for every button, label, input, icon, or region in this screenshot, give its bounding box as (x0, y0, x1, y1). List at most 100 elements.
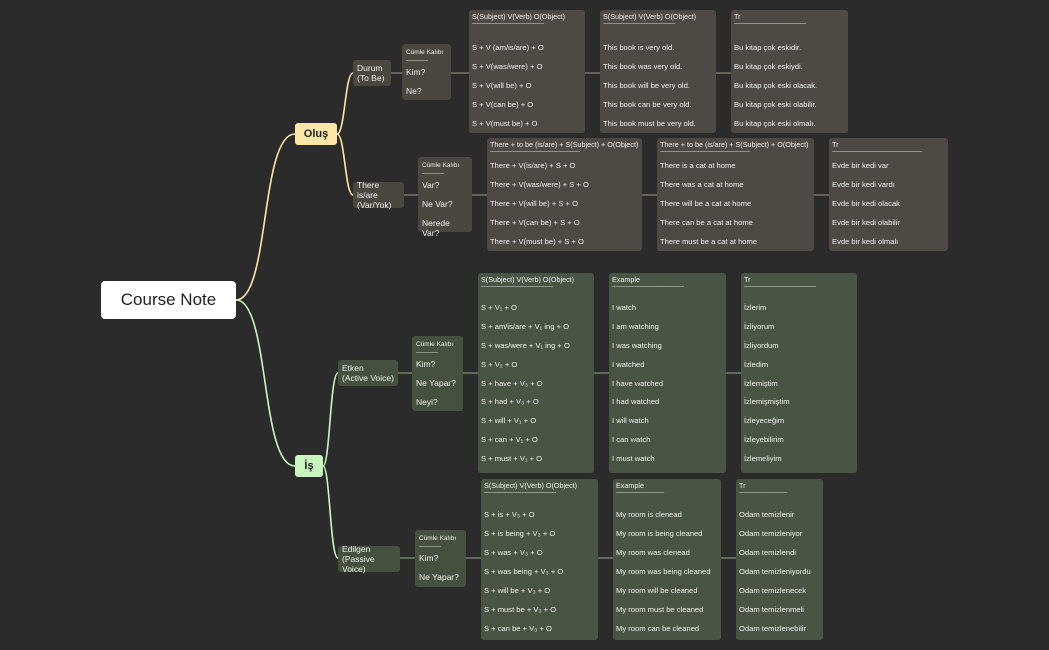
separator: ----------- (406, 58, 428, 64)
list-item: I am watching (612, 321, 659, 331)
list-item: There + V(is/are) + S + O (490, 161, 576, 170)
list-item: S + can + V₁ + O (481, 435, 538, 445)
list-item: My room was being cleaned (616, 567, 711, 576)
list-item: Odam temizlenecek (739, 586, 807, 595)
separator: ----------------------------------------… (832, 149, 922, 155)
box-header: Tr (744, 275, 751, 284)
box-header: Example (612, 275, 640, 284)
list-item: My room will be cleaned (616, 586, 698, 595)
box-header: Tr (739, 481, 746, 490)
list-item: S + is + V₃ + O (484, 510, 535, 519)
list-item: This book will be very old. (603, 81, 690, 90)
example-box-there[interactable]: There + to be (is/are) + S(Subject) + O(… (657, 138, 814, 251)
pattern-box-etken[interactable]: S(Subject) V(Verb) O(Object) -----------… (478, 273, 594, 473)
list-item: Odam temizlendi (739, 548, 796, 557)
list-item: İzliyorum (744, 321, 775, 331)
list-item: İzlemiştim (744, 378, 778, 388)
list-item: There is a cat at home (660, 161, 736, 170)
box-header: S(Subject) V(Verb) O(Object) (484, 481, 578, 490)
question-item: Kim? (416, 359, 436, 369)
pattern-box-edilgen[interactable]: S(Subject) V(Verb) O(Object) -----------… (481, 479, 598, 640)
separator: ----------- (422, 171, 444, 177)
list-item: There + V(will be) + S + O (490, 199, 578, 208)
example-box-edilgen[interactable]: Example --------------------------------… (613, 479, 721, 640)
pattern-box-there[interactable]: There + to be (is/are) + S(Subject) + O(… (487, 138, 642, 251)
question-item: Ne Yapar? (416, 378, 456, 388)
list-item: S + was being + V₃ + O (484, 567, 564, 576)
list-item: There will be a cat at home (660, 199, 752, 208)
list-item: İzleyebilirim (744, 435, 784, 445)
box-header: S(Subject) V(Verb) O(Object) (481, 275, 575, 284)
topic-etken[interactable]: Etken (Active Voice) (338, 360, 398, 386)
list-item: S + V₁ + O (481, 303, 517, 312)
list-item: This book can be very old. (603, 100, 692, 109)
list-item: S + V₂ + O (481, 359, 518, 369)
translation-box-durum[interactable]: Tr -------------------------------------… (731, 10, 848, 133)
list-item: There + V(can be) + S + O (490, 218, 580, 227)
list-item: I had watched (612, 397, 660, 407)
list-item: S + had + V₃ + O (481, 397, 539, 407)
list-item: I can watch (612, 435, 651, 445)
list-item: İzlerim (744, 303, 767, 312)
list-item: I must watch (612, 454, 655, 464)
list-item: Odam temizleniyor (739, 529, 803, 538)
list-item: S + was/were + V₁ ing + O (481, 340, 570, 350)
list-item: S + must be + V₃ + O (484, 605, 557, 614)
box-header: S(Subject) V(Verb) O(Object) (472, 12, 566, 21)
list-item: There can be a cat at home (660, 218, 753, 227)
question-title: Cümle Kalıbı (419, 535, 457, 542)
list-item: This book must be very old. (603, 119, 696, 128)
separator: ----------------------------------------… (484, 490, 556, 496)
question-box-there[interactable]: Cümle Kalıbı ----------- Var? Ne Var? Ne… (418, 157, 472, 238)
list-item: S + V(can be) + O (472, 100, 534, 109)
list-item: My room is clenead (616, 510, 682, 519)
separator: ----------------------------------------… (612, 284, 684, 290)
topic-edilgen[interactable]: Edilgen (Passive Voice) (338, 544, 400, 574)
list-item: There + V(was/were) + S + O (490, 180, 589, 189)
list-item: There + V(must be) + S + O (490, 237, 584, 246)
example-box-etken[interactable]: Example --------------------------------… (609, 273, 726, 473)
list-item: Odam temizlenir (739, 510, 795, 519)
box-header: There + to be (is/are) + S(Subject) + O(… (660, 140, 809, 149)
list-item: S + V (am/is/are) + O (472, 43, 544, 52)
list-item: My room must be cleaned (616, 605, 704, 614)
question-box-durum[interactable]: Cümle Kalıbı ----------- Kim? Ne? (402, 44, 451, 100)
list-item: My room can be cleaned (616, 624, 700, 633)
list-item: Odam temizleniyordu (739, 567, 811, 576)
list-item: İzledim (744, 359, 769, 369)
list-item: S + V(was/were) + O (472, 62, 543, 71)
list-item: İzlemişmiştim (744, 397, 790, 407)
translation-box-there[interactable]: Tr -------------------------------------… (829, 138, 948, 251)
separator: ----------- (419, 544, 441, 550)
question-item: Kim? (419, 553, 439, 563)
branch-is[interactable]: İş (295, 455, 323, 477)
list-item: Odam temizlenebilir (739, 624, 807, 633)
list-item: I watched (612, 359, 645, 369)
list-item: I was watching (612, 340, 662, 350)
translation-box-etken[interactable]: Tr -------------------------------------… (741, 273, 857, 473)
question-item: Nerede Var? (422, 218, 450, 238)
list-item: Evde bir kedi olmalı (832, 237, 899, 246)
topic-there-is-are[interactable]: There is/are (Var/Yok) (353, 180, 404, 210)
root-topic[interactable]: Course Note (101, 281, 236, 319)
question-item: Ne? (406, 86, 422, 96)
separator: ----------- (416, 350, 438, 356)
question-title: Cümle Kalıbı (416, 341, 454, 348)
question-item: Var? (422, 180, 440, 190)
list-item: There was a cat at home (660, 180, 744, 189)
pattern-box-durum[interactable]: S(Subject) V(Verb) O(Object) -----------… (469, 10, 585, 133)
list-item: Evde bir kedi vardı (832, 180, 895, 189)
topic-durum[interactable]: Durum (To Be) (353, 60, 391, 86)
question-box-edilgen[interactable]: Cümle Kalıbı ----------- Kim? Ne Yapar? (415, 530, 466, 587)
list-item: I watch (612, 303, 637, 312)
list-item: İzleyeceğim (744, 416, 785, 426)
question-item: Ne Var? (422, 199, 453, 209)
list-item: S + was + V₃ + O (484, 548, 543, 557)
list-item: İzliyordum (744, 340, 779, 350)
translation-box-edilgen[interactable]: Tr -------------------------------- Odam… (736, 479, 823, 640)
branch-olus[interactable]: Oluş (295, 123, 337, 145)
example-box-durum[interactable]: S(Subject) V(Verb) O(Object) -----------… (600, 10, 716, 133)
separator: ----------------------------------------… (490, 149, 580, 155)
question-box-etken[interactable]: Cümle Kalıbı ----------- Kim? Ne Yapar? … (412, 336, 463, 411)
